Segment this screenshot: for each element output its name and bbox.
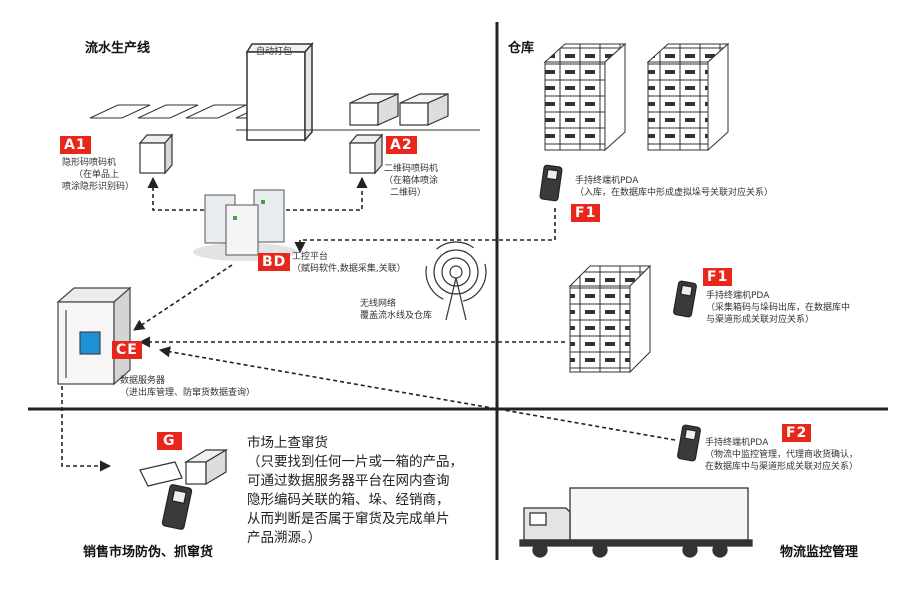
- data-server-cabinet: [56, 286, 132, 386]
- f1-inbound-description: 手持终端机PDA （入库，在数据库中形成虚拟垛号关联对应关系）: [575, 176, 774, 198]
- wireless-description: 无线网络 覆盖流水线及仓库: [360, 299, 433, 321]
- badge-a1: A1: [60, 136, 91, 154]
- connector-bd-to-a1: [147, 176, 204, 211]
- section-title-production: 流水生产线: [85, 41, 151, 56]
- badge-ce: CE: [112, 341, 142, 359]
- badge-a2: A2: [386, 136, 417, 154]
- badge-bd: BD: [258, 253, 291, 271]
- f1-outbound-description: 手持终端机PDA （采集箱码与垛码出库，在数据库中 与渠道形成关联对应关系）: [706, 291, 851, 325]
- warehouse-stacks-top: [543, 42, 730, 152]
- ce-description: 数据服务器 （进出库管理、防窜货数据查询）: [120, 376, 256, 398]
- badge-f1-outbound: F1: [703, 268, 733, 286]
- section-title-logistics: 物流监控管理: [780, 545, 859, 560]
- industrial-computers: [193, 189, 297, 261]
- market-product-items: [139, 448, 229, 487]
- logistics-truck-icon: [519, 487, 753, 558]
- dashed-connectors: [61, 176, 676, 472]
- a1-description: 隐形码喷码机 （在单品上 喷涂隐形识别码）: [62, 158, 135, 192]
- bd-description: 工控平台 （赋码软件,数据采集,关联）: [292, 252, 406, 274]
- pda-logistics-device: [677, 424, 701, 462]
- packing-machine-label: 自动打包: [256, 47, 293, 57]
- a2-description: 二维码喷码机 （在箱体喷涂 二维码）: [384, 164, 439, 198]
- badge-f2: F2: [782, 424, 812, 442]
- f2-description: 手持终端机PDA （物流中监控管理，代理商收货确认， 在数据库中与渠道形成关联对…: [705, 438, 859, 472]
- g-description: 市场上查窜货 （只要找到任何一片或一箱的产品， 可通过数据服务器平台在网内查询 …: [247, 435, 463, 546]
- pda-outbound-device: [673, 280, 697, 318]
- connector-bd-to-a2: [286, 176, 368, 211]
- packing-machine: [245, 42, 314, 142]
- connector-ce-to-g: [61, 386, 112, 472]
- invisible-code-printer: [138, 133, 174, 175]
- connector-f1-to-bd: [294, 208, 556, 254]
- qr-code-printer: [348, 133, 384, 175]
- connector-bd-to-ce: [133, 264, 233, 331]
- pda-market-device: [161, 484, 193, 530]
- badge-f1-inbound: F1: [571, 204, 601, 222]
- pda-inbound-device: [539, 164, 563, 202]
- wireless-tower-icon: [425, 241, 487, 321]
- warehouse-stack-outbound: [568, 264, 652, 374]
- section-title-warehouse: 仓库: [508, 41, 535, 56]
- section-title-market: 销售市场防伪、抓窜货: [83, 545, 214, 560]
- connector-f2-to-ce: [158, 346, 676, 441]
- packed-boxes: [349, 93, 449, 126]
- badge-g: G: [157, 432, 182, 450]
